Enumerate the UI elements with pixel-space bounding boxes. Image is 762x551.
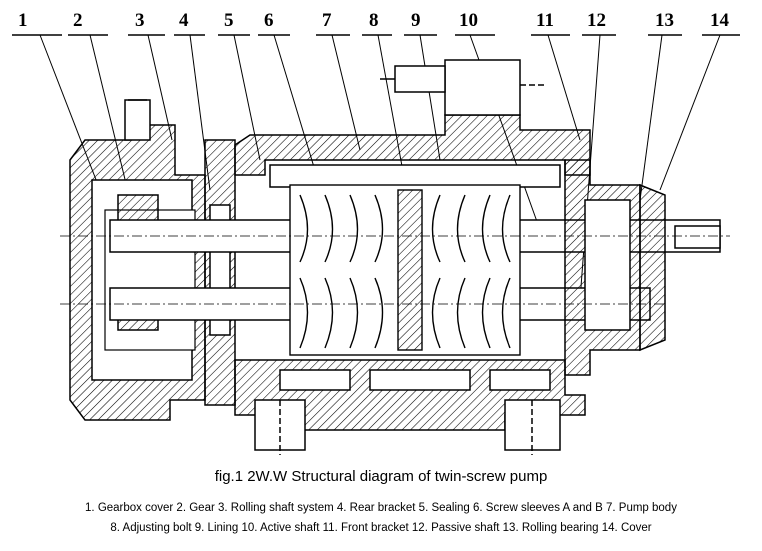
callout-8: 8 [369,10,379,31]
cover [639,183,666,352]
gearbox [69,99,206,421]
centerlines [60,235,730,305]
callout-7: 7 [322,10,332,31]
pump-cross-section-drawing: 1 2 3 4 5 6 7 8 9 10 11 12 13 14 [12,10,740,455]
pump-body [234,114,591,431]
figure-caption: fig.1 2W.W Structural diagram of twin-sc… [214,468,548,485]
screw-sleeves [289,184,521,356]
inlet-flange [380,59,545,116]
callout-6: 6 [264,10,274,31]
callout-4: 4 [179,10,189,31]
callout-2: 2 [73,10,83,31]
callout-3: 3 [135,10,145,31]
legend-line-2: 8. Adjusting bolt 9. Lining 10. Active s… [110,522,652,534]
callout-14: 14 [710,10,730,31]
callout-9: 9 [411,10,421,31]
callout-5: 5 [224,10,234,31]
front-bracket [564,159,666,376]
callout-10: 10 [459,10,478,31]
callout-1: 1 [18,10,28,31]
pump-feet [254,399,561,455]
callout-13: 13 [655,10,674,31]
callout-11: 11 [536,10,554,31]
callout-numbers: 1 2 3 4 5 6 7 8 9 10 11 12 13 14 [18,10,730,31]
legend-line-1: 1. Gearbox cover 2. Gear 3. Rolling shaf… [85,502,677,514]
callout-12: 12 [587,10,606,31]
rear-bracket [204,139,236,406]
